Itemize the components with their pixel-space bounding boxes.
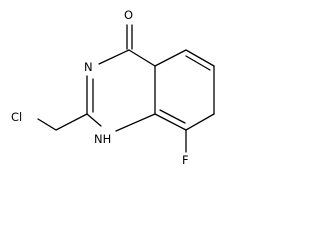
bond-c4a-c5 [154,49,187,67]
bond-ch2-cl [37,118,57,131]
bond-c2-ch2 [55,113,88,131]
bond-n1-c8a [115,113,156,132]
atom-oxygen: O [124,8,133,22]
atom-nitrogen-1: NH [94,132,111,146]
bond-c5-c6-a [185,49,215,67]
bond-c2-n1 [86,113,102,127]
bond-c8-c8a-a [154,113,187,131]
bond-c4-c4a [128,49,156,67]
bond-c5-c6-b [185,55,211,71]
atom-nitrogen-3: N [84,60,93,74]
bond-c7-c8 [185,113,215,131]
bond-c4-n3 [98,49,130,65]
atom-chlorine: Cl [11,110,22,124]
bond-c8-c8a-b [159,109,186,124]
molecule-structure: O N NH Cl F [11,8,215,167]
atom-fluorine: F [182,153,189,167]
